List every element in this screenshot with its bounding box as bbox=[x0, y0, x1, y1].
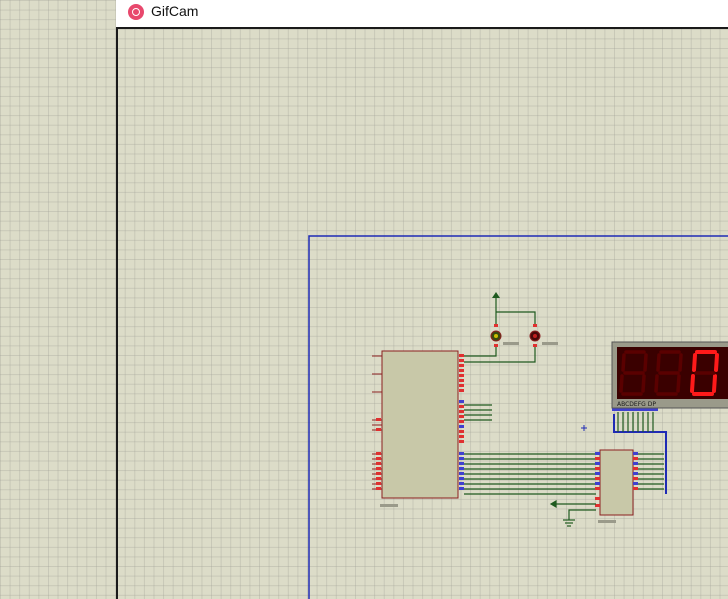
display-pin-wires bbox=[617, 412, 654, 432]
data-wires bbox=[464, 453, 596, 495]
display-pin-labels: ABCDEFG DP bbox=[617, 401, 656, 408]
sheet-border bbox=[308, 235, 728, 599]
title-bar[interactable]: GifCam bbox=[116, 0, 728, 29]
segment-wires bbox=[638, 453, 664, 490]
led-green[interactable] bbox=[490, 324, 502, 347]
port-wires bbox=[464, 404, 492, 421]
microcontroller-chip[interactable] bbox=[372, 350, 464, 507]
power-terminal[interactable] bbox=[492, 292, 500, 312]
decoder-chip[interactable] bbox=[595, 449, 638, 523]
seven-segment-display[interactable]: ABCDEFG DP bbox=[611, 341, 728, 409]
gifcam-window: GifCam bbox=[116, 0, 728, 599]
display-pins bbox=[612, 408, 658, 411]
display-bus bbox=[613, 414, 667, 494]
window-title: GifCam bbox=[151, 3, 199, 19]
led-wires bbox=[464, 311, 536, 363]
cursor-marker bbox=[581, 425, 587, 431]
window-left-border bbox=[116, 29, 118, 599]
ground-symbol[interactable] bbox=[549, 499, 596, 527]
led-red[interactable] bbox=[529, 324, 541, 347]
camera-icon bbox=[128, 4, 144, 20]
